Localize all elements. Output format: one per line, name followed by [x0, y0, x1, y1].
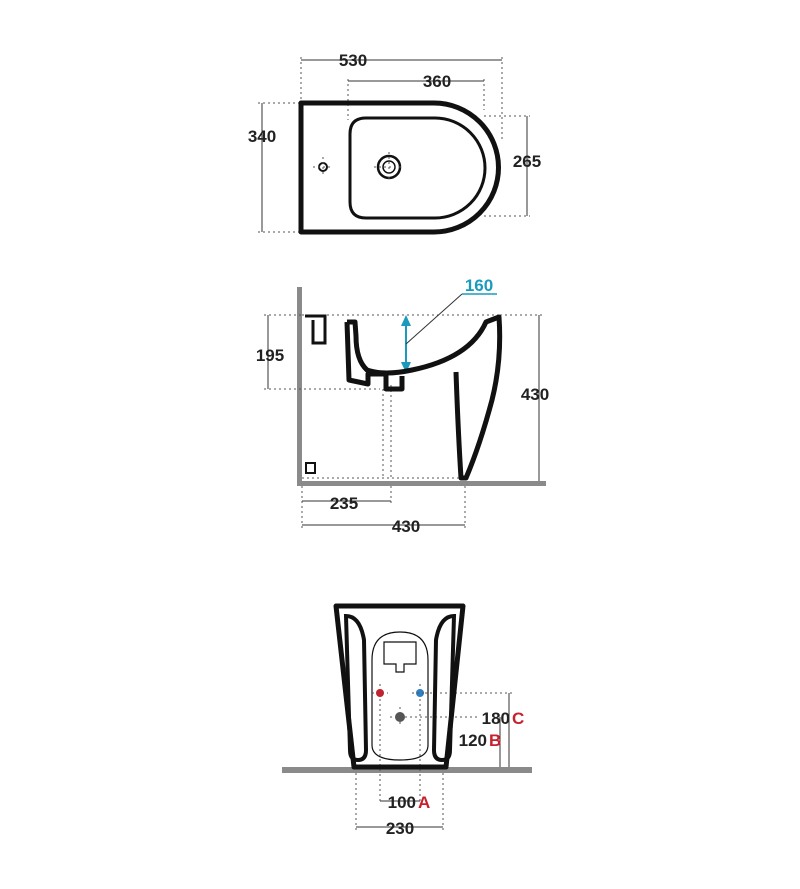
side-view-wall-bracket: [305, 314, 327, 345]
top-view-bowl-width-label: 265: [513, 152, 541, 171]
side-view-floor-fixing: [305, 462, 316, 474]
top-view-bowl: [348, 116, 487, 220]
top-view-overall-length-label: 530: [339, 51, 367, 70]
back-view-outline: [333, 603, 466, 770]
back-view-height-c-letter: C: [512, 709, 524, 728]
side-view-projection-label: 430: [392, 517, 420, 536]
back-view-recess: [371, 631, 429, 761]
side-view-profile: [347, 314, 503, 481]
side-view-rim-to-outlet-label: 195: [256, 346, 284, 365]
side-view-depth-indicator: [401, 293, 497, 373]
top-view-dimension-lines: [258, 57, 530, 233]
top-view-bowl-length-label: 360: [423, 72, 451, 91]
side-view-wall-to-outlet-label: 235: [330, 494, 358, 513]
back-view-drain-outlet: [390, 707, 410, 727]
top-view-overall-width-label: 340: [248, 127, 276, 146]
top-view-outline: [298, 100, 501, 235]
side-view: 160 195 430 235 430: [256, 276, 549, 536]
back-view-bracket: [383, 641, 417, 673]
top-view: 530 360 340 265: [248, 51, 541, 235]
side-view-bowl-inner: [344, 321, 405, 392]
back-view-cold-inlet: [412, 689, 428, 697]
side-view-wall: [297, 287, 302, 486]
back-view-height-b-value: 120: [459, 731, 487, 750]
back-view-spacing-a-value: 100: [388, 793, 416, 812]
back-view-hot-inlet: [372, 689, 388, 697]
back-view-spacing-a-letter: A: [418, 793, 430, 812]
back-view: 180 C 120 B 100 A 230: [282, 603, 532, 838]
side-view-floor: [297, 481, 546, 486]
side-view-dimension-lines: [264, 314, 543, 530]
back-view-height-b-letter: B: [489, 731, 501, 750]
side-view-height-label: 430: [521, 385, 549, 404]
back-view-right-panel: [431, 613, 457, 763]
top-view-tap-hole: [313, 157, 333, 177]
back-view-floor: [282, 767, 532, 773]
back-view-left-panel: [343, 613, 369, 763]
back-view-base-width-label: 230: [386, 819, 414, 838]
side-view-bowl-depth-label: 160: [465, 276, 493, 295]
top-view-drain: [374, 152, 404, 182]
back-view-height-c-value: 180: [482, 709, 510, 728]
